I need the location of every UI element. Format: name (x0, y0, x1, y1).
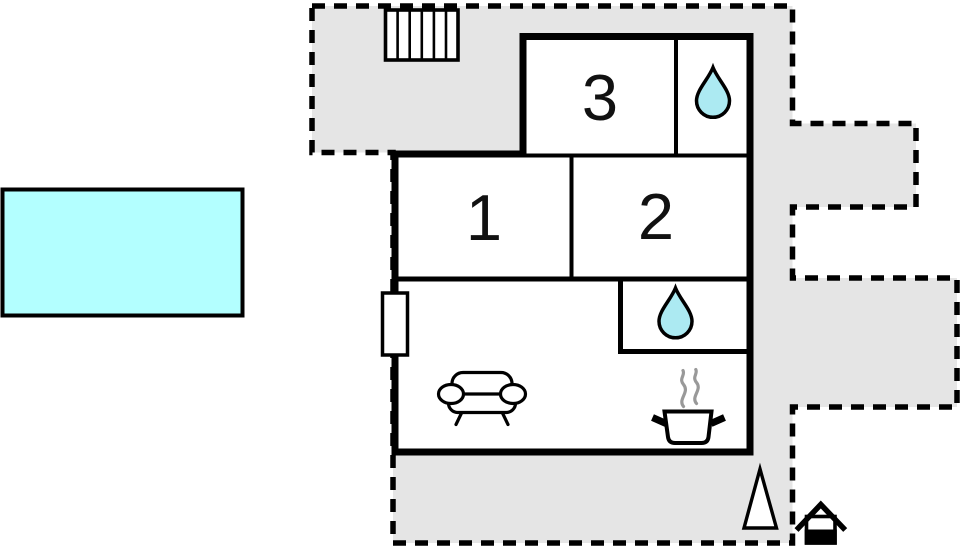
tree-icon (741, 462, 779, 530)
cooking-pot-icon (651, 409, 726, 445)
water-drop-icon (657, 283, 694, 340)
steam-icon (680, 367, 700, 409)
pool-icon (0, 187, 245, 318)
sofa-icon (436, 370, 528, 427)
water-drop-icon (694, 62, 732, 120)
radiator-icon (383, 8, 460, 62)
interior-walls (394, 36, 750, 354)
room-label-3: 3 (582, 61, 618, 134)
ink-layer: 1 2 3 (0, 3, 960, 546)
door-marker (380, 291, 410, 357)
room-label-1: 1 (466, 181, 502, 254)
well-icon (794, 500, 848, 545)
room-label-2: 2 (638, 180, 674, 253)
